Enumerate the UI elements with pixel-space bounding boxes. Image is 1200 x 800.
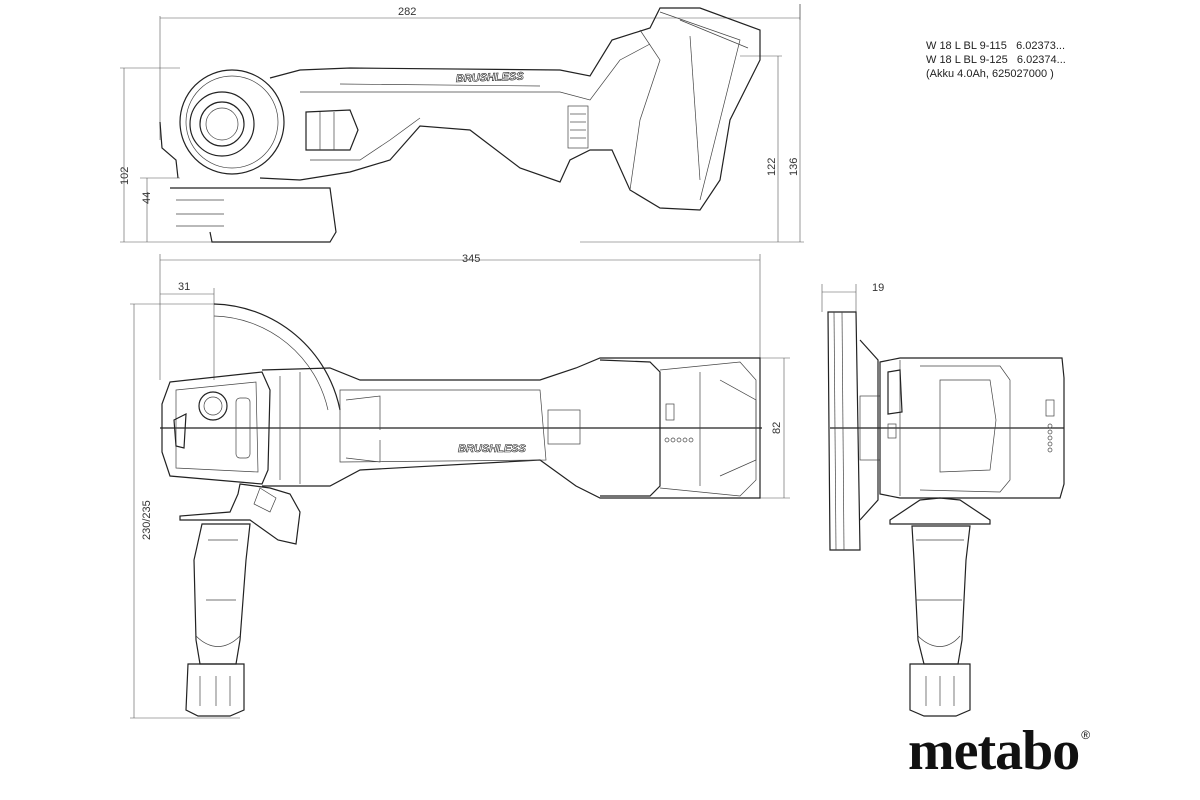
dim-136: 136 bbox=[788, 158, 800, 176]
dim-345: 345 bbox=[462, 253, 480, 265]
model-legend: W 18 L BL 9-115 6.02373... W 18 L BL 9-1… bbox=[926, 39, 1066, 81]
front-view: 19 bbox=[821, 282, 1065, 717]
dim-44: 44 bbox=[141, 192, 153, 204]
brushless-label-top: BRUSHLESS bbox=[458, 443, 527, 455]
metabo-logo: metabo® bbox=[908, 720, 1090, 782]
legend-line-3: (Akku 4.0Ah, 625027000 ) bbox=[926, 68, 1054, 80]
dim-122: 122 bbox=[766, 158, 778, 176]
top-view: 345 31 230/235 82 bbox=[130, 253, 790, 719]
dim-230-235: 230/235 bbox=[141, 500, 153, 540]
dim-282: 282 bbox=[398, 6, 416, 18]
dim-31: 31 bbox=[178, 281, 190, 293]
dim-19: 19 bbox=[872, 282, 884, 294]
legend-line-2: W 18 L BL 9-125 6.02374... bbox=[926, 54, 1066, 66]
registered-mark: ® bbox=[1081, 728, 1090, 742]
side-view: 282 102 44 122 136 bbox=[119, 4, 804, 243]
dim-82: 82 bbox=[771, 422, 783, 434]
legend-line-1: W 18 L BL 9-115 6.02373... bbox=[926, 40, 1066, 52]
brushless-label-side: BRUSHLESS bbox=[456, 71, 525, 85]
logo-text: metabo bbox=[908, 720, 1080, 782]
dim-102: 102 bbox=[119, 167, 131, 185]
